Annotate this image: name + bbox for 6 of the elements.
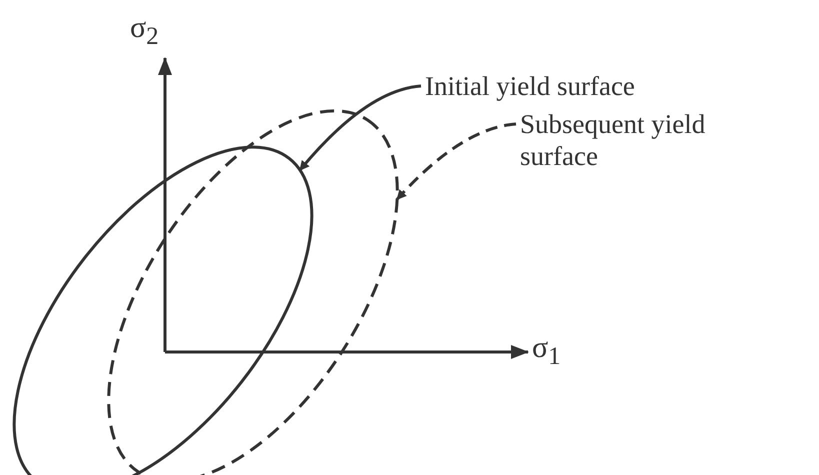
leader-line xyxy=(396,122,516,200)
axis-label: σ$_{1}$ xyxy=(532,332,561,372)
leader-line xyxy=(298,84,422,172)
axis-label: σ$_{2}$ xyxy=(130,12,159,52)
callout-text: Subsequent yield surface xyxy=(520,108,780,172)
callout-text: Initial yield surface xyxy=(425,70,765,102)
